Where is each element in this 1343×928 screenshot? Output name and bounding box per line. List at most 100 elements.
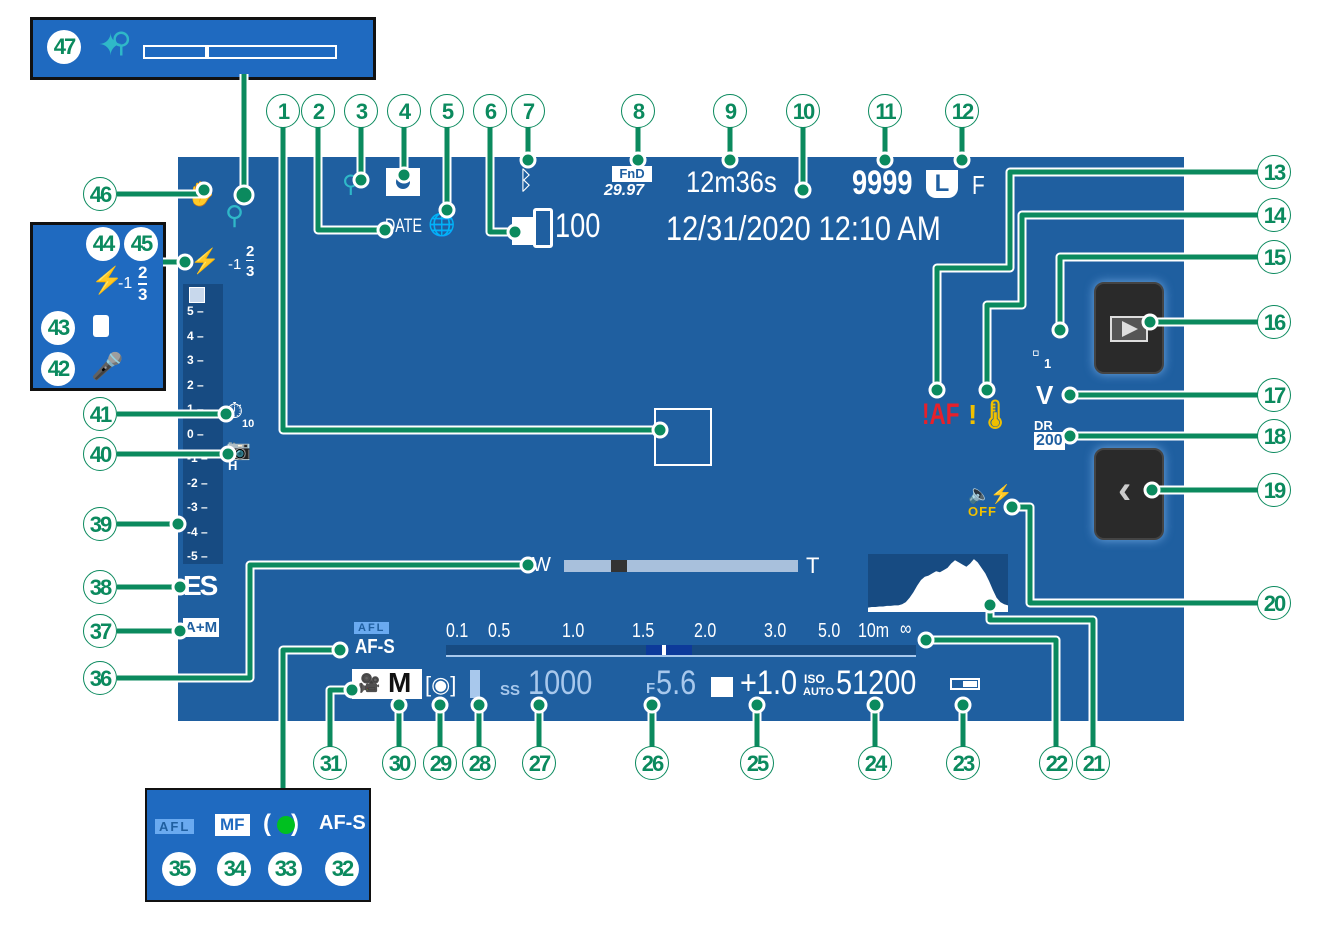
recording-time: 12m36s bbox=[686, 166, 777, 199]
callout-16: 16 bbox=[1257, 305, 1291, 339]
exposure-scale-tick: 3 – bbox=[187, 353, 204, 367]
exposure-scale-tick: -2 – bbox=[187, 475, 208, 490]
callout-27: 27 bbox=[522, 746, 556, 780]
shooting-mode: M bbox=[388, 667, 412, 698]
image-size-badge: L bbox=[926, 170, 958, 198]
exposure-scale-tick: 4 – bbox=[187, 328, 204, 343]
image-quality: F bbox=[972, 170, 985, 200]
callout-8: 8 bbox=[621, 94, 655, 128]
focus-scale-label: 5.0 bbox=[818, 620, 841, 642]
focus-scale-label: 1.5 bbox=[632, 620, 655, 642]
callout-26: 26 bbox=[635, 746, 669, 780]
exposure-scale-tick: 0 – bbox=[187, 426, 204, 441]
shutter-speed: 1000 bbox=[528, 664, 593, 702]
zoom-lock-icon: ⚲ bbox=[342, 171, 360, 198]
frame-number: 100 bbox=[555, 207, 601, 245]
callout-4: 4 bbox=[387, 94, 421, 128]
flash-sound-off-icon: 🔈⚡ bbox=[968, 484, 1013, 504]
callout-37: 37 bbox=[83, 614, 117, 648]
aperture-label: F bbox=[646, 680, 656, 697]
image-stabilization-off-icon: ✋ bbox=[186, 181, 216, 208]
callout-22: 22 bbox=[1039, 746, 1073, 780]
digital-zoom-bar-marker bbox=[205, 45, 209, 59]
flash-comp-den: 3 bbox=[246, 263, 255, 280]
exposure-scale-tick: 2 – bbox=[187, 377, 204, 392]
smartphone-outline-icon bbox=[533, 208, 553, 248]
digital-teleconverter-icon: ⚲ bbox=[225, 200, 245, 230]
callout-9: 9 bbox=[713, 94, 747, 128]
callout-36: 36 bbox=[83, 661, 117, 695]
focus-scale-label: 3.0 bbox=[764, 620, 787, 642]
metering-icon: [◉] bbox=[425, 672, 457, 697]
exposure-scale-tick: -3 – bbox=[187, 500, 208, 514]
shooting-mode-badge: 🎥 M bbox=[352, 667, 422, 699]
date-stamp: DATE bbox=[385, 216, 422, 237]
callout-15: 15 bbox=[1257, 240, 1291, 274]
exposure-scale-tick: 5 – bbox=[187, 304, 204, 318]
focus-indicator-dot bbox=[277, 816, 295, 834]
exposure-scale-tick: -5 – bbox=[187, 549, 208, 563]
flash-comp-numerator: 2 bbox=[138, 263, 148, 285]
zoom-tele-label: T bbox=[806, 553, 820, 578]
dynamic-range-value: 200 bbox=[1034, 432, 1065, 450]
callout-28: 28 bbox=[462, 746, 496, 780]
callout-41: 41 bbox=[83, 397, 117, 431]
af-s-indicator: AF-S bbox=[319, 812, 366, 834]
battery-icon bbox=[950, 678, 980, 690]
callout-18: 18 bbox=[1257, 419, 1291, 453]
callout-23: 23 bbox=[946, 746, 980, 780]
film-simulation: V bbox=[1036, 380, 1054, 410]
exposure-scale-tick: -4 – bbox=[187, 524, 208, 539]
callout-21: 21 bbox=[1076, 746, 1110, 780]
movie-mode-icon: FnD bbox=[612, 166, 652, 182]
focus-scale-label: 0.5 bbox=[488, 620, 511, 642]
shots-remaining: 9999 bbox=[852, 164, 913, 202]
callout-44: 44 bbox=[86, 227, 120, 261]
drive-mode: ES bbox=[183, 570, 218, 601]
callout-7: 7 bbox=[511, 94, 545, 128]
callout-46: 46 bbox=[83, 177, 117, 211]
callout-25: 25 bbox=[740, 746, 774, 780]
callout-34: 34 bbox=[217, 852, 251, 886]
inset-focus-indicators: AFL MF ( ) AF-S 35 34 33 32 bbox=[145, 788, 371, 902]
callout-10: 10 bbox=[786, 94, 820, 128]
focus-mode: AF-S bbox=[355, 636, 395, 658]
callout-17: 17 bbox=[1257, 378, 1291, 412]
callout-29: 29 bbox=[423, 746, 457, 780]
flash-comp-num: 2 bbox=[246, 243, 255, 261]
afl-indicator: AFL bbox=[155, 819, 195, 834]
mf-indicator: MF bbox=[215, 814, 250, 836]
exposure-compensation: +1.0 bbox=[740, 664, 798, 702]
iso-label-top: ISO bbox=[804, 672, 825, 686]
callout-39: 39 bbox=[83, 507, 117, 541]
movie-frame-rate: 29.97 bbox=[604, 182, 645, 199]
focus-scale-label: 0.1 bbox=[446, 620, 469, 642]
iso-label-bottom: AUTO bbox=[803, 686, 834, 698]
aperture: 5.6 bbox=[656, 664, 697, 702]
collapse-panel-button[interactable]: ‹ bbox=[1094, 448, 1164, 540]
zoom-wide-label: W bbox=[532, 554, 551, 576]
dynamic-range-label: DR bbox=[1034, 418, 1053, 433]
digital-zoom-bar bbox=[143, 45, 337, 59]
callout-30: 30 bbox=[382, 746, 416, 780]
inset-zoom-bar: 47 ✦ ⚲ bbox=[30, 17, 376, 80]
magnifier-icon: ⚲ bbox=[111, 27, 132, 58]
callout-32: 32 bbox=[325, 852, 359, 886]
temperature-warning-icon: !🌡 bbox=[968, 399, 1013, 430]
callout-3: 3 bbox=[344, 94, 378, 128]
callout-45: 45 bbox=[124, 227, 158, 261]
callout-2: 2 bbox=[301, 94, 335, 128]
date-time: 12/31/2020 12:10 AM bbox=[666, 210, 941, 248]
callout-38: 38 bbox=[83, 570, 117, 604]
exposure-indicator bbox=[183, 284, 223, 564]
light-sensor-count: 1 bbox=[1044, 356, 1052, 371]
flash-compensation: -1 bbox=[228, 256, 242, 273]
light-sensor-icon: ▫ bbox=[1032, 340, 1040, 365]
callout-6: 6 bbox=[473, 94, 507, 128]
focus-scale-label: 2.0 bbox=[694, 620, 717, 642]
flash-comp-denominator: 3 bbox=[138, 285, 148, 304]
focus-scale-label: 1.0 bbox=[562, 620, 585, 642]
playback-button[interactable] bbox=[1094, 282, 1164, 374]
continuous-mode-value: H bbox=[228, 458, 238, 473]
callout-13: 13 bbox=[1257, 155, 1291, 189]
